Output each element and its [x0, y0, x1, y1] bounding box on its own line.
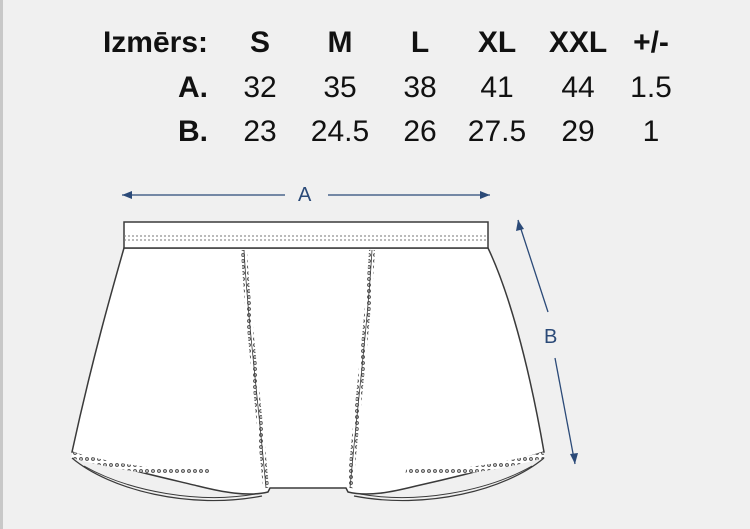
row-a-l: 38: [403, 71, 437, 104]
width-dimension-arrow: [122, 191, 490, 199]
row-b-s: 23: [243, 115, 277, 148]
frame-edge: [0, 0, 3, 529]
waistband: [123, 221, 489, 249]
size-table: Izmērs: S M L XL XXL +/- A. 32 35 38 41 …: [0, 0, 750, 160]
row-a-xl: 41: [480, 71, 514, 104]
row-a-xxl: 44: [561, 71, 595, 104]
size-header-label: Izmērs:: [102, 26, 208, 59]
right-leg-hem: [405, 452, 545, 476]
size-l: L: [410, 26, 430, 59]
size-tolerance: +/-: [633, 26, 669, 59]
row-b-m: 24.5: [310, 115, 370, 148]
size-xxl: XXL: [548, 26, 608, 59]
size-m: M: [327, 26, 353, 59]
briefs-body-outline: [71, 247, 545, 495]
left-leg-hem: [71, 452, 211, 476]
size-s: S: [249, 26, 271, 59]
row-b-l: 26: [403, 115, 437, 148]
row-a-s: 32: [243, 71, 277, 104]
row-a-label: A.: [178, 71, 208, 104]
row-a-tolerance: 1.5: [630, 71, 672, 104]
row-b-label: B.: [178, 115, 208, 148]
size-xl: XL: [477, 26, 517, 59]
width-label-a: A: [298, 184, 312, 206]
row-b-xl: 27.5: [467, 115, 527, 148]
length-label-b: B: [544, 326, 558, 348]
row-a-m: 35: [323, 71, 357, 104]
row-b-xxl: 29: [561, 115, 595, 148]
length-dimension-arrow: [516, 219, 578, 465]
row-b-tolerance: 1: [642, 115, 660, 148]
